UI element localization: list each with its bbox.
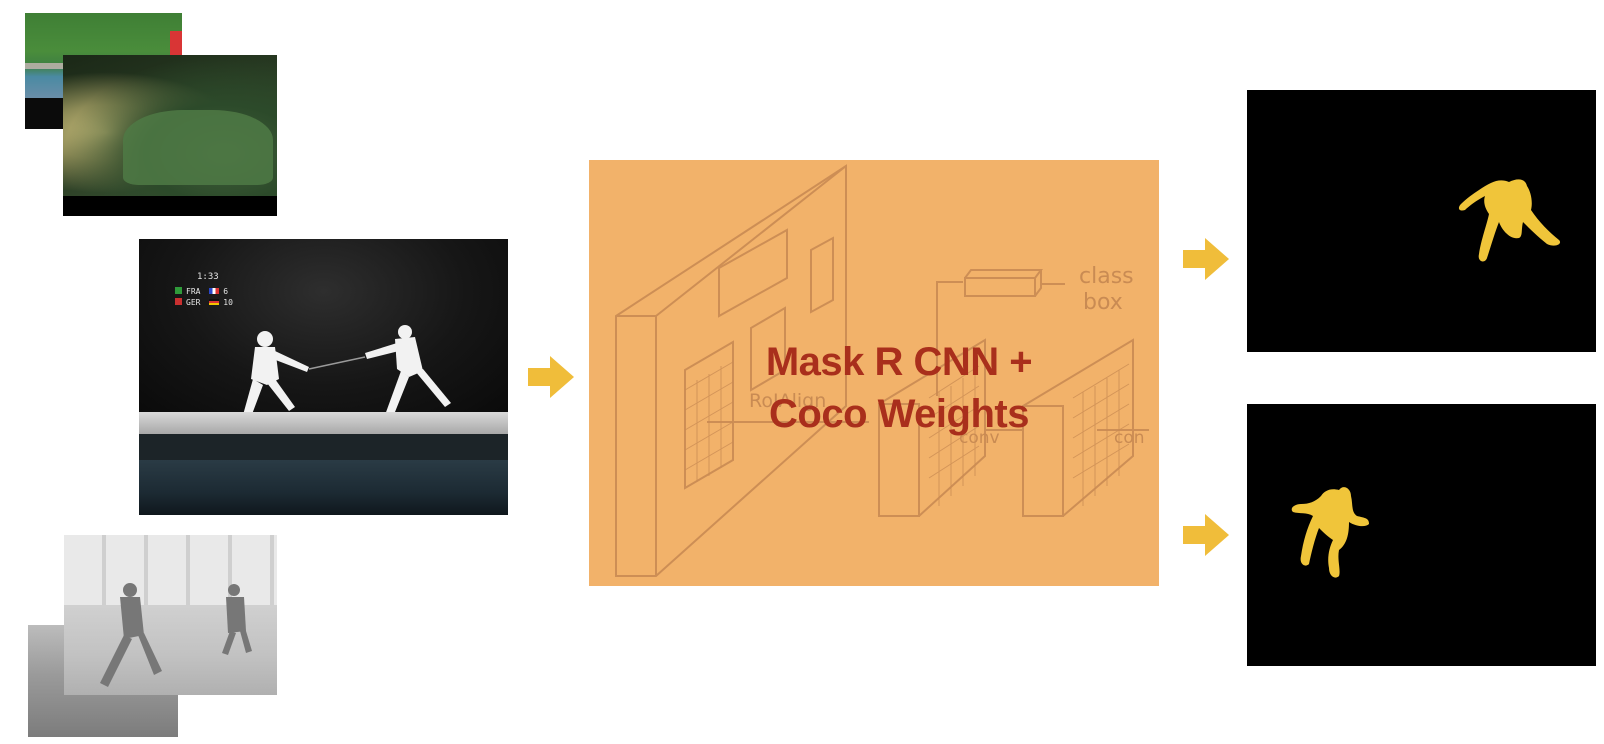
network-title-line1: Mask R CNN +: [765, 340, 1033, 384]
scoreboard: 1:33 FRA 6 GER 10: [175, 272, 233, 308]
label-roialign: RoIAlign: [749, 390, 827, 412]
label-class: class: [1079, 264, 1134, 289]
arrow-right-icon: [1183, 238, 1229, 280]
output-mask-fencer-right: [1247, 90, 1596, 352]
input-frame-fencing: 1:33 FRA 6 GER 10: [139, 239, 508, 515]
label-conv-cut: con: [1114, 428, 1145, 448]
network-title: Mask R CNN + Coco Weights: [589, 336, 1209, 440]
network-title-line2: Coco Weights: [769, 392, 1029, 436]
scoreboard-score: 6: [223, 287, 229, 296]
input-thumbnail-field-front: [63, 55, 277, 216]
fencers-figures: [243, 325, 451, 417]
label-conv: conv: [959, 428, 1000, 448]
gym-fencers: [100, 583, 252, 687]
scoreboard-score: 10: [223, 298, 233, 307]
input-thumbnail-gym-front: [64, 535, 277, 695]
network-architecture-sketch: [615, 164, 1149, 577]
person-mask-left: [1291, 487, 1369, 578]
label-box: box: [1083, 290, 1123, 315]
output-mask-fencer-left: [1247, 404, 1596, 666]
scoreboard-team: GER: [186, 298, 201, 307]
person-mask-right: [1458, 179, 1561, 262]
arrow-right-icon: [1183, 514, 1229, 556]
scoreboard-team: FRA: [186, 287, 201, 296]
mask-rcnn-network-block: class box RoIAlign conv con Mask R CNN +…: [589, 160, 1159, 586]
arrow-right-icon: [528, 356, 574, 398]
scoreboard-time: 1:33: [197, 272, 219, 282]
